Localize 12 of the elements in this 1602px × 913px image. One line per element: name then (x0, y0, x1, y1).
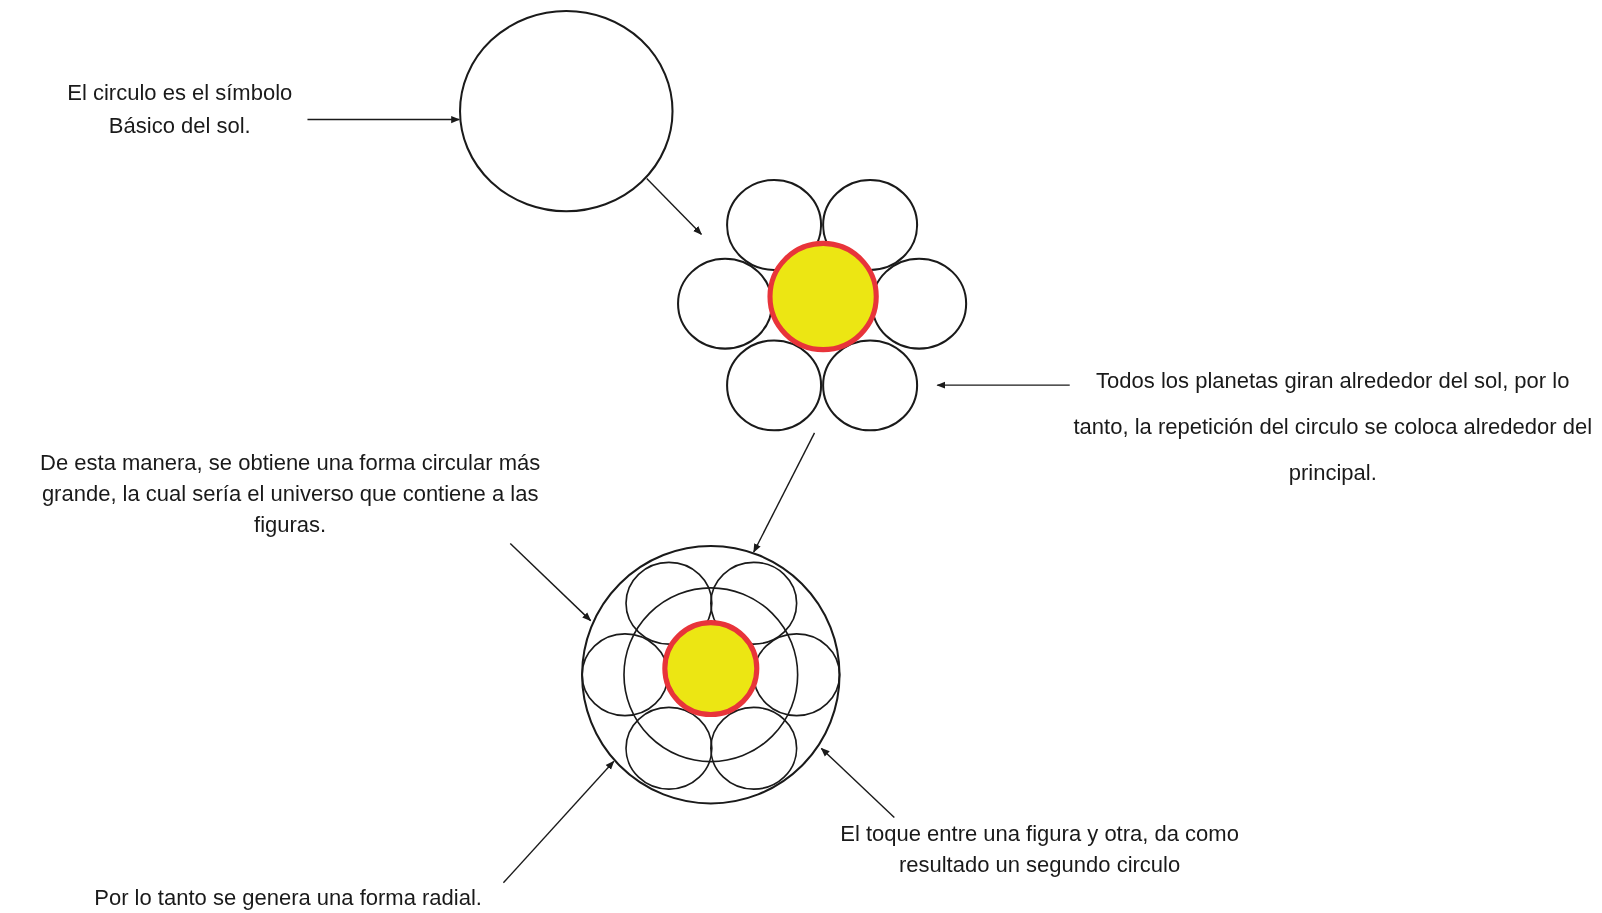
note-text: El toque entre una figura y otra, da como resultado un segundo circulo (839, 820, 1240, 879)
note-text: Todos los planetas giran alrededor del sol, por lo tanto, la repetición del circulo se coloca alrededor del principal. (1072, 367, 1594, 488)
arrow (509, 542, 592, 622)
arrow (753, 432, 816, 553)
arrow (936, 381, 1071, 389)
arrow (502, 760, 615, 884)
arrow (306, 115, 461, 124)
note-text: De esta manera, se obtiene una forma circular más grande, la cual sería el universo que contiene a las figuras. (39, 448, 542, 539)
note-text: Por lo tanto se genera una forma radial. (94, 884, 482, 913)
arrow (820, 747, 896, 819)
note-text: El circulo es el símbolo Básico del sol. (66, 79, 294, 141)
arrow (646, 177, 703, 235)
